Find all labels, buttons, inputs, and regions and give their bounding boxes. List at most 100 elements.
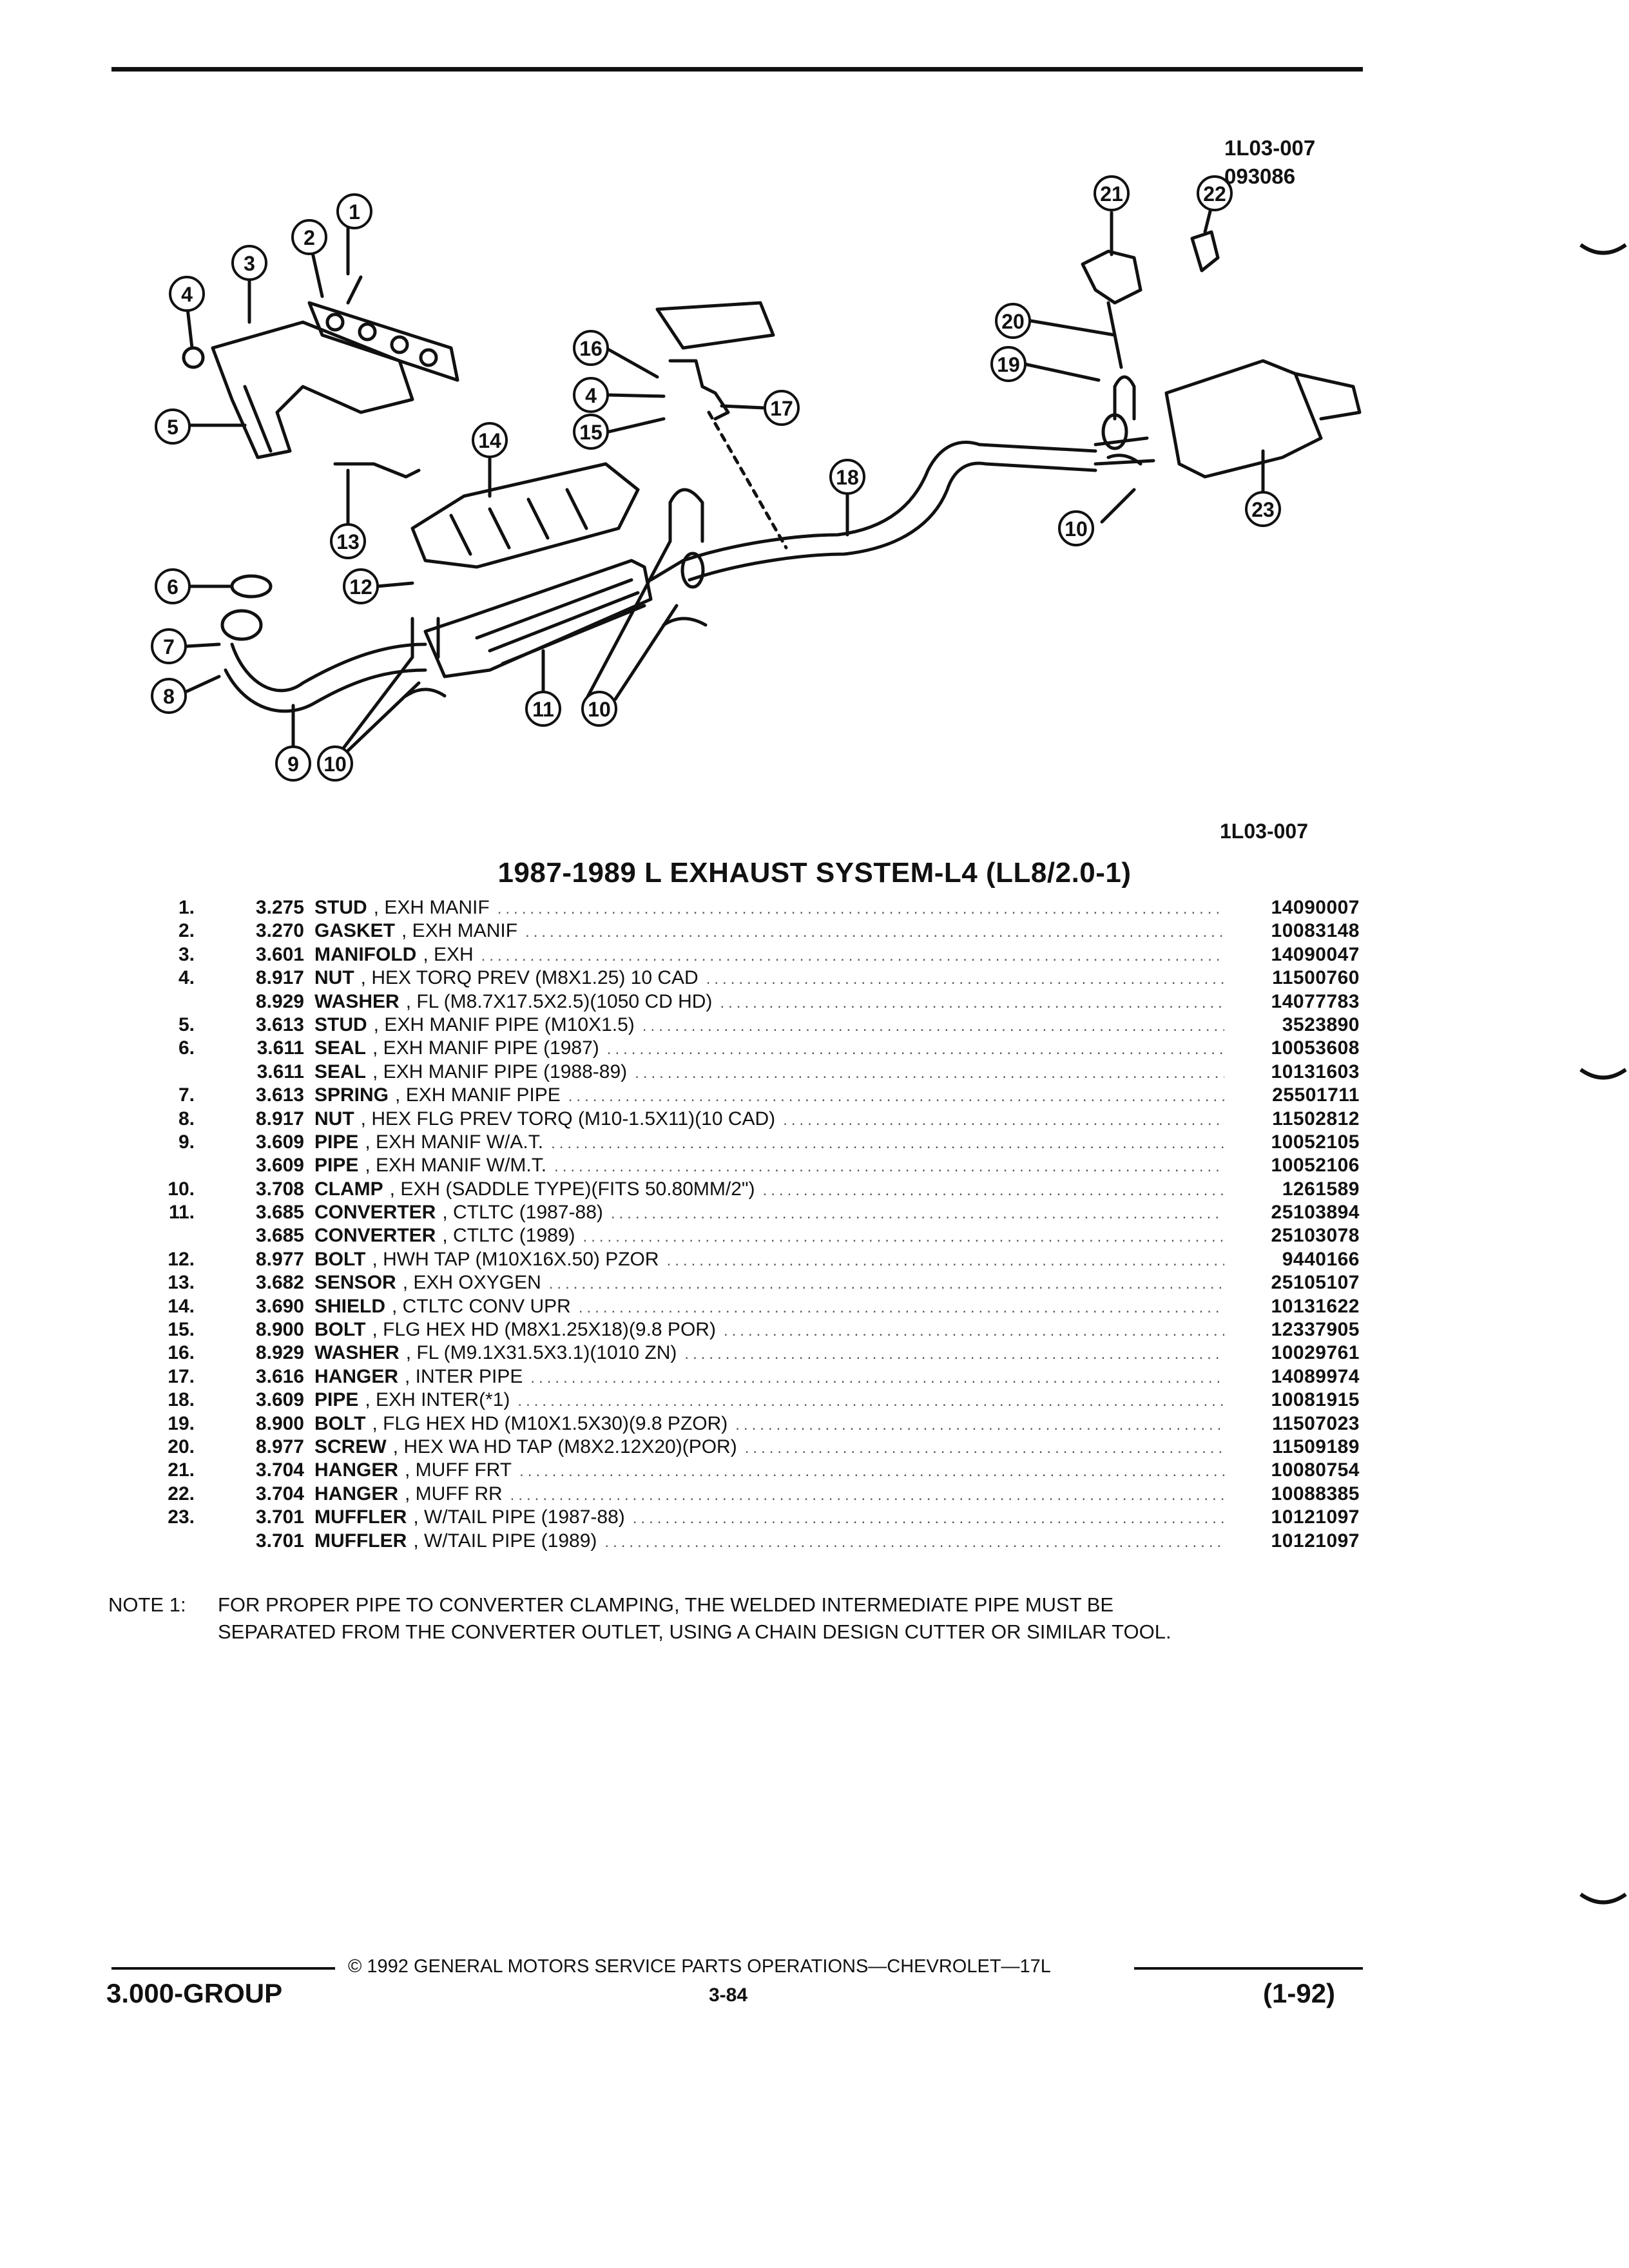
figure-code-line1: 1L03-007 bbox=[1224, 136, 1316, 160]
callout-2: 2 bbox=[291, 219, 327, 255]
part-number: 10. bbox=[168, 1178, 195, 1200]
muffler-rear-hanger bbox=[1190, 230, 1220, 273]
part-detail: , MUFF RR bbox=[405, 1483, 503, 1504]
dot-leader bbox=[633, 1510, 1224, 1528]
callout-3: 3 bbox=[231, 245, 267, 281]
group-number: 3.690 bbox=[255, 1295, 304, 1317]
dot-leader bbox=[579, 1299, 1224, 1317]
gm-part-number: 10052106 bbox=[1271, 1155, 1360, 1177]
diagram-code: 1L03-007 bbox=[1220, 820, 1308, 843]
part-detail: , W/TAIL PIPE (1987-88) bbox=[413, 1506, 625, 1528]
dot-leader bbox=[568, 1088, 1224, 1106]
part-detail: , HEX WA HD TAP (M8X2.12X20)(POR) bbox=[392, 1436, 737, 1457]
callout-12: 12 bbox=[343, 568, 379, 604]
part-number: 22. bbox=[168, 1483, 195, 1504]
gm-part-number: 10052105 bbox=[1271, 1131, 1360, 1153]
oxygen-sensor bbox=[333, 462, 421, 479]
dot-leader bbox=[607, 1041, 1224, 1059]
part-name: CONVERTER bbox=[314, 1225, 436, 1247]
gm-part-number: 25103894 bbox=[1271, 1202, 1360, 1224]
part-description: SEAL, EXH MANIF PIPE (1988-89) bbox=[314, 1061, 1231, 1083]
gm-part-number: 3523890 bbox=[1282, 1014, 1360, 1035]
copyright: © 1992 GENERAL MOTORS SERVICE PARTS OPER… bbox=[348, 1956, 1051, 1977]
part-number: 11. bbox=[168, 1202, 195, 1224]
part-detail: , EXH MANIF W/M.T. bbox=[365, 1155, 547, 1177]
part-name: NUT bbox=[314, 967, 354, 989]
dot-leader bbox=[720, 994, 1224, 1012]
group-number: 8.917 bbox=[255, 1108, 304, 1129]
group-number: 8.977 bbox=[255, 1248, 304, 1270]
group-number: 3.275 bbox=[255, 897, 304, 918]
svg-text:17: 17 bbox=[770, 397, 793, 420]
part-description: WASHER, FL (M9.1X31.5X3.1)(1010 ZN) bbox=[314, 1342, 1231, 1364]
part-name: STUD bbox=[314, 897, 367, 918]
group-number: 8.917 bbox=[255, 967, 304, 989]
gm-part-number: 10131603 bbox=[1271, 1061, 1360, 1082]
note-line2: SEPARATED FROM THE CONVERTER OUTLET, USI… bbox=[218, 1620, 1171, 1643]
manifold-pipe-seal bbox=[230, 574, 273, 599]
callout-9: 9 bbox=[275, 745, 311, 782]
part-description: PIPE, EXH INTER(*1) bbox=[314, 1389, 1231, 1411]
svg-text:11: 11 bbox=[532, 698, 554, 721]
group-number: 3.609 bbox=[255, 1131, 304, 1153]
gm-part-number: 12337905 bbox=[1271, 1319, 1360, 1341]
dot-leader bbox=[525, 923, 1224, 941]
gm-part-number: 10131622 bbox=[1271, 1295, 1360, 1317]
exhaust-system-diagram: 1 2 3 4 5 6 7 8 9 10 10 10 11 12 13 14 1… bbox=[151, 175, 1362, 782]
gm-part-number: 10029761 bbox=[1271, 1342, 1360, 1364]
dot-leader bbox=[745, 1439, 1224, 1457]
part-description: PIPE, EXH MANIF W/M.T. bbox=[314, 1155, 1231, 1177]
gm-part-number: 11507023 bbox=[1272, 1412, 1360, 1434]
svg-text:21: 21 bbox=[1100, 182, 1123, 206]
part-detail: , INTER PIPE bbox=[405, 1365, 523, 1387]
svg-text:13: 13 bbox=[336, 530, 360, 553]
svg-text:20: 20 bbox=[1001, 310, 1025, 333]
part-description: BOLT, FLG HEX HD (M10X1.5X30)(9.8 PZOR) bbox=[314, 1413, 1231, 1435]
part-detail: , EXH MANIF PIPE bbox=[395, 1084, 561, 1106]
callout-18: 18 bbox=[829, 459, 865, 495]
intermediate-pipe bbox=[649, 440, 1097, 582]
part-description: CONVERTER, CTLTC (1989) bbox=[314, 1225, 1231, 1247]
dot-leader bbox=[549, 1275, 1224, 1293]
part-number: 6. bbox=[178, 1037, 195, 1059]
group-number: 3.685 bbox=[255, 1202, 304, 1224]
svg-text:6: 6 bbox=[167, 575, 178, 599]
gm-part-number: 10083148 bbox=[1271, 920, 1360, 942]
footer-rule-left bbox=[111, 1967, 335, 1970]
svg-text:4: 4 bbox=[181, 283, 193, 306]
part-number: 4. bbox=[178, 967, 195, 989]
part-name: PIPE bbox=[314, 1131, 359, 1153]
group-number: 3.613 bbox=[255, 1084, 304, 1106]
part-name: PIPE bbox=[314, 1389, 359, 1411]
part-description: HANGER, MUFF RR bbox=[314, 1483, 1231, 1505]
group-number: 3.616 bbox=[255, 1365, 304, 1387]
part-number: 17. bbox=[168, 1365, 195, 1387]
group-number: 3.609 bbox=[255, 1155, 304, 1177]
manifold-gasket bbox=[307, 301, 459, 382]
svg-text:4: 4 bbox=[585, 384, 597, 407]
group-number: 8.977 bbox=[255, 1436, 304, 1457]
dot-leader bbox=[735, 1416, 1224, 1434]
part-description: GASKET, EXH MANIF bbox=[314, 920, 1231, 942]
revision-date: (1-92) bbox=[1263, 1978, 1336, 2008]
svg-text:18: 18 bbox=[836, 466, 859, 489]
part-number: 19. bbox=[168, 1412, 195, 1434]
part-description: SHIELD, CTLTC CONV UPR bbox=[314, 1296, 1231, 1318]
svg-text:10: 10 bbox=[1065, 517, 1088, 541]
part-description: BOLT, HWH TAP (M10X16X.50) PZOR bbox=[314, 1249, 1231, 1271]
part-name: BOLT bbox=[314, 1319, 366, 1341]
part-number: 8. bbox=[178, 1108, 195, 1129]
part-detail: , FLG HEX HD (M10X1.5X30)(9.8 PZOR) bbox=[372, 1412, 728, 1434]
gm-part-number: 11509189 bbox=[1272, 1436, 1360, 1457]
group-number: 8.929 bbox=[255, 1342, 304, 1364]
part-description: MUFFLER, W/TAIL PIPE (1989) bbox=[314, 1530, 1231, 1552]
part-description: WASHER, FL (M8.7X17.5X2.5)(1050 CD HD) bbox=[314, 991, 1231, 1013]
part-description: BOLT, FLG HEX HD (M8X1.25X18)(9.8 POR) bbox=[314, 1319, 1231, 1341]
binder-mark bbox=[1579, 243, 1627, 255]
